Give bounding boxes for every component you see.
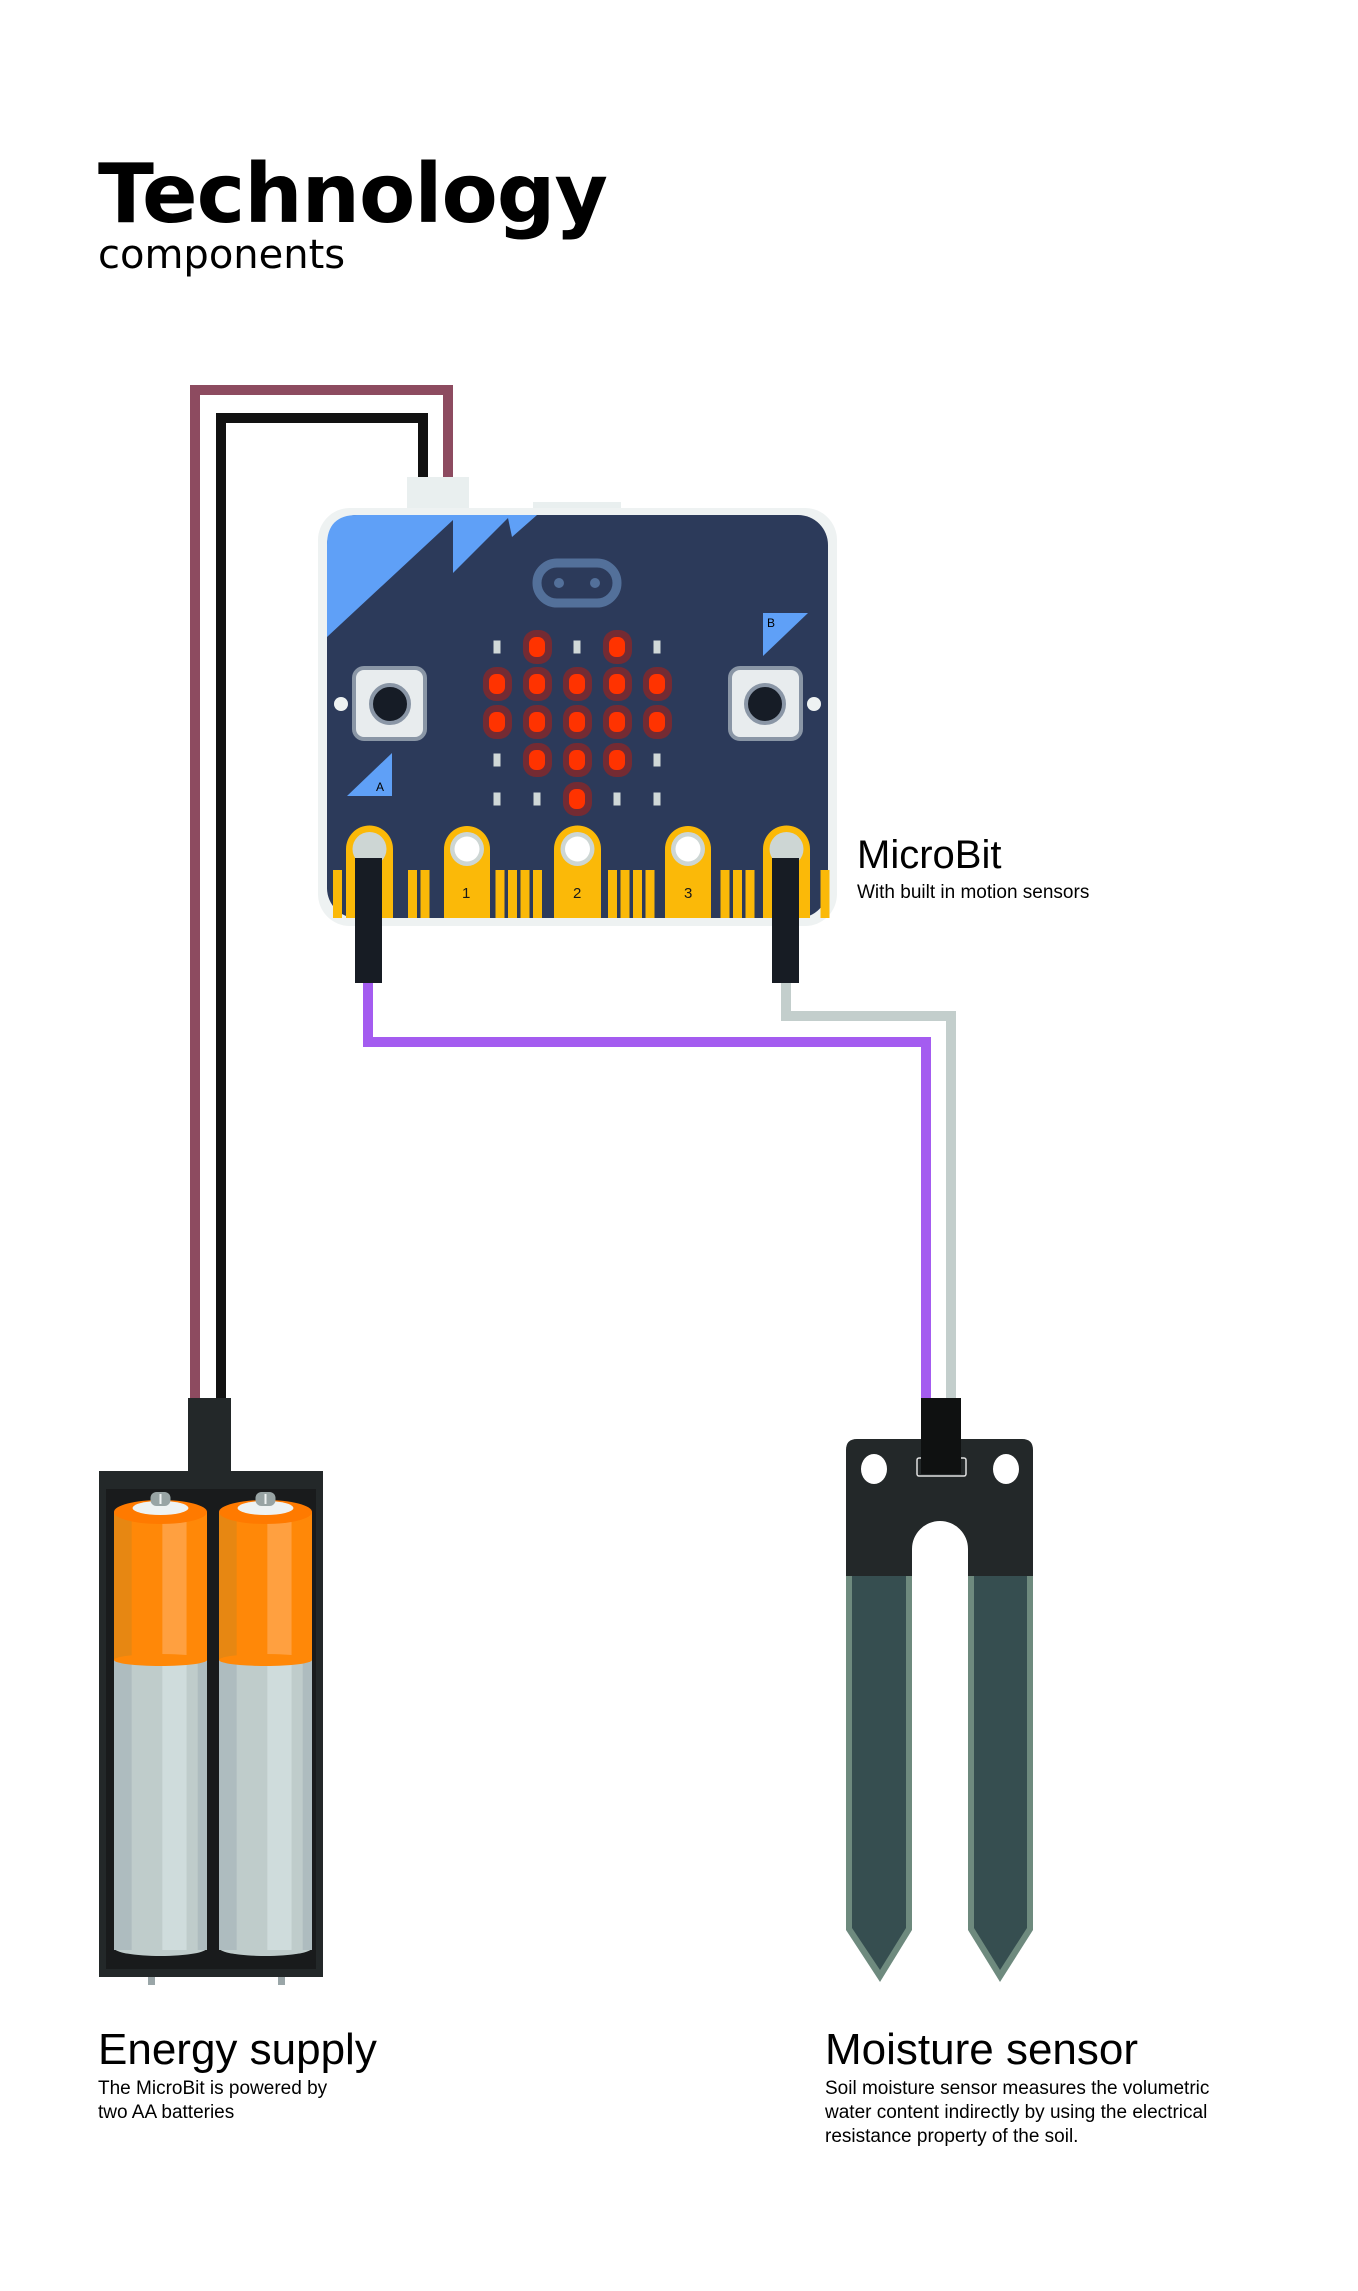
button-b-marker [763, 613, 808, 656]
page-title: Technology [98, 147, 607, 242]
moisture-sensor [846, 1398, 1033, 1982]
led-on-core [609, 750, 625, 770]
sensor-connector [921, 1398, 961, 1474]
led-on-core [569, 789, 585, 809]
energy-description-line: The MicroBit is powered by [98, 2078, 328, 2099]
logo-dot [590, 578, 600, 588]
led-off [573, 640, 581, 654]
edge-strip [420, 870, 430, 918]
sensor-description-line: Soil moisture sensor measures the volume… [825, 2078, 1209, 2099]
pin-hole-inner [454, 836, 480, 862]
edge-strip [495, 870, 505, 918]
edge-strip [645, 870, 655, 918]
edge-strip [608, 870, 617, 918]
led-off [493, 792, 501, 806]
aa-battery [219, 1492, 312, 1956]
mount-hole [861, 1454, 887, 1484]
led-on-core [489, 712, 505, 732]
button-b-label: B [767, 616, 775, 630]
led-on-core [609, 712, 625, 732]
led-on-core [529, 637, 545, 657]
energy-supply-label: Energy supply [98, 2025, 377, 2074]
logo-dot [554, 578, 564, 588]
page-subtitle: components [98, 232, 345, 278]
led-off [653, 640, 661, 654]
edge-strip [533, 870, 542, 918]
wire-purple [363, 980, 931, 1400]
jumper-connector-right [772, 858, 799, 983]
edge-strip [333, 870, 342, 918]
mount-hole [993, 1454, 1019, 1484]
pin-label-2: 2 [573, 885, 581, 902]
battery-connector [188, 1398, 231, 1473]
microbit-description: With built in motion sensors [857, 882, 1089, 903]
pin-hole-inner [565, 836, 590, 862]
wires [190, 385, 956, 1400]
led-on-core [609, 674, 625, 694]
moisture-sensor-label: Moisture sensor [825, 2025, 1138, 2074]
board-accent [327, 515, 537, 637]
led-off [493, 640, 501, 654]
button-b[interactable] [728, 666, 803, 741]
edge-strip [620, 870, 630, 918]
led-on-core [609, 637, 625, 657]
microbit-logo-icon [532, 558, 622, 608]
led-on-core [569, 674, 585, 694]
led-off [613, 792, 621, 806]
button-a[interactable] [352, 666, 427, 741]
pin-hole-inner [675, 836, 701, 862]
edge-strip [520, 870, 530, 918]
pin-label-3: 3 [684, 885, 692, 902]
led-matrix [483, 630, 672, 816]
edge-strip [633, 870, 642, 918]
led-off [653, 753, 661, 767]
led-on-core [569, 750, 585, 770]
side-hole [807, 697, 821, 711]
sensor-description-line: resistance property of the soil. [825, 2126, 1078, 2147]
jumper-connector-left [355, 858, 382, 983]
led-on-core [569, 712, 585, 732]
pin-label-1: 1 [462, 885, 470, 902]
battery-pack [99, 1398, 323, 1985]
led-on-core [529, 712, 545, 732]
pin-hole-inner [357, 836, 382, 862]
led-on-core [489, 674, 505, 694]
wire-gray [781, 980, 956, 1400]
led-on-core [529, 750, 545, 770]
side-hole [334, 697, 348, 711]
led-on-core [649, 712, 665, 732]
led-on-core [529, 674, 545, 694]
led-on-core [649, 674, 665, 694]
energy-description-line: two AA batteries [98, 2102, 234, 2123]
edge-strip [408, 870, 417, 918]
pin-hole-inner [774, 836, 799, 862]
edge-strip [820, 870, 830, 918]
edge-strip [508, 870, 517, 918]
edge-strip [733, 870, 742, 918]
edge-strip [745, 870, 755, 918]
wire-red [190, 385, 453, 1400]
microbit-label: MicroBit [857, 833, 1001, 877]
microbit-board: A B 1 2 3 [318, 477, 837, 983]
button-a-marker [347, 753, 392, 796]
edge-strip [720, 870, 730, 918]
led-off [493, 753, 501, 767]
wire-black [216, 413, 428, 1400]
aa-battery [114, 1492, 207, 1956]
button-a-label: A [376, 780, 384, 794]
led-off [533, 792, 541, 806]
sensor-description-line: water content indirectly by using the el… [824, 2102, 1207, 2123]
sensor-head [846, 1439, 1033, 1576]
led-off [653, 792, 661, 806]
